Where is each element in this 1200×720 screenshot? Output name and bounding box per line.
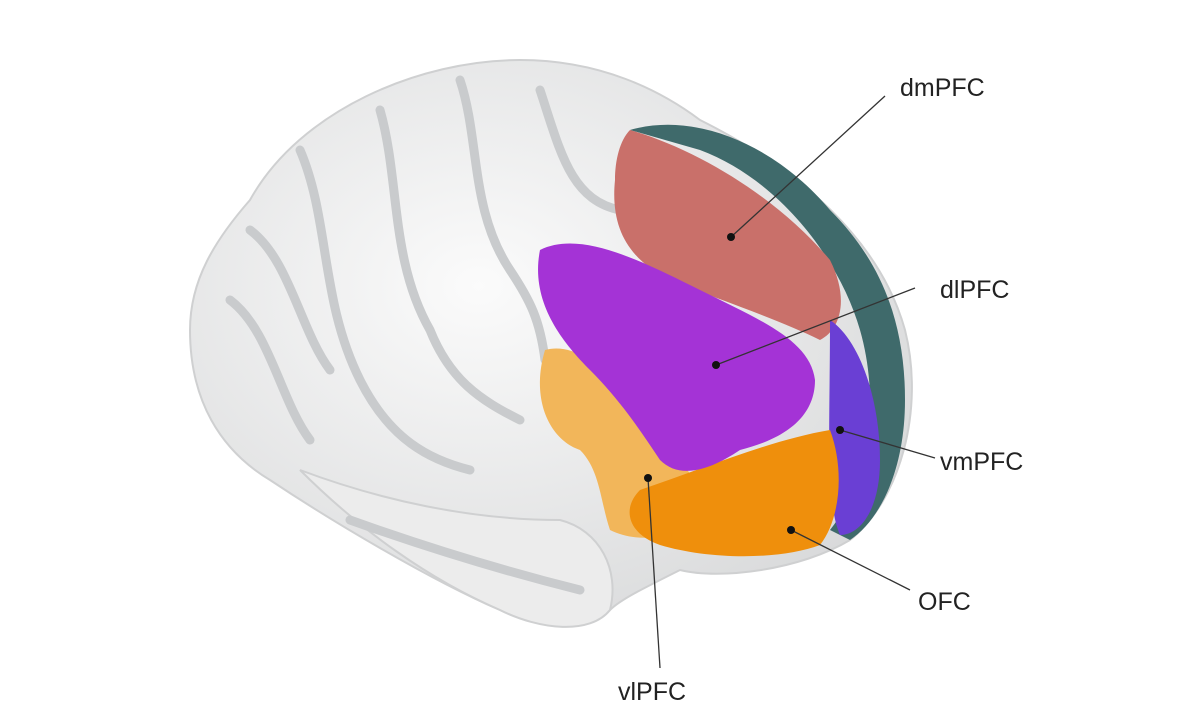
marker-OFC — [787, 526, 795, 534]
region-medial-band — [630, 124, 905, 540]
label-OFC: OFC — [918, 588, 971, 616]
gyri-lines — [225, 75, 625, 595]
region-OFC — [629, 430, 839, 557]
leader-line-dlPFC — [715, 287, 916, 366]
leader-line-vlPFC — [647, 477, 661, 669]
leader-lines — [647, 95, 936, 669]
marker-vmPFC — [836, 426, 844, 434]
marker-dmPFC — [727, 233, 735, 241]
leader-line-OFC — [790, 529, 911, 591]
region-dlPFC — [538, 243, 815, 471]
label-dmPFC: dmPFC — [900, 74, 985, 102]
label-vlPFC: vlPFC — [618, 678, 686, 706]
leader-line-dmPFC — [730, 95, 886, 238]
leader-line-vmPFC — [839, 429, 936, 459]
region-vmPFC — [829, 320, 880, 535]
marker-dlPFC — [712, 361, 720, 369]
temporal-lobe — [299, 469, 614, 628]
label-dlPFC: dlPFC — [940, 276, 1009, 304]
marker-vlPFC — [644, 474, 652, 482]
label-vmPFC: vmPFC — [940, 448, 1023, 476]
